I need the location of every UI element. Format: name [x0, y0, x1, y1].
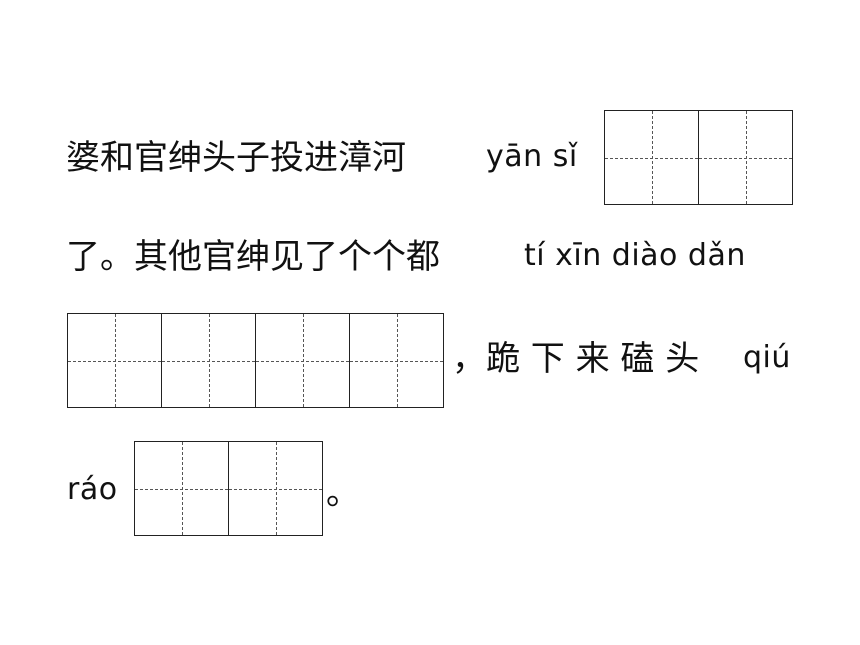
line4-end-punctuation: 。 [326, 473, 360, 513]
writing-cell[interactable] [350, 314, 444, 408]
writing-cell[interactable] [68, 314, 162, 408]
writing-cell[interactable] [605, 111, 699, 205]
writing-cell[interactable] [699, 111, 793, 205]
writing-cell[interactable] [135, 442, 229, 536]
writing-cell[interactable] [256, 314, 350, 408]
line4-pinyin: ráo [67, 472, 118, 507]
answer-box-qiurao[interactable] [134, 441, 323, 536]
line2-text: 了。其他官绅见了个个都 [66, 237, 440, 277]
line3-text: ，跪 下 来 磕 头 [452, 339, 700, 379]
answer-box-tixindiaodan[interactable] [67, 313, 444, 408]
writing-cell[interactable] [229, 442, 323, 536]
line1-text: 婆和官绅头子投进漳河 [66, 138, 406, 178]
answer-box-yansi[interactable] [604, 110, 793, 205]
writing-cell[interactable] [162, 314, 256, 408]
line3-pinyin: qiú [743, 340, 791, 375]
line2-pinyin: tí xīn diào dǎn [524, 238, 746, 273]
line1-pinyin: yān sǐ [486, 139, 578, 174]
